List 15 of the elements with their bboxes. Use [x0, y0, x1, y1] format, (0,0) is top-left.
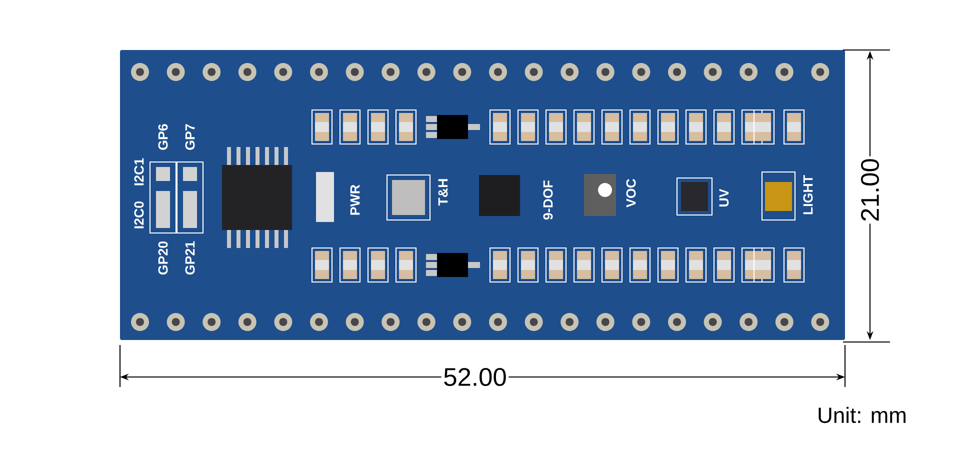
silkscreen-label: GP21: [185, 241, 195, 275]
silkscreen-label: I2C0: [134, 201, 144, 228]
silkscreen-label: I2C1: [134, 158, 144, 186]
silkscreen-label: LIGHT: [803, 175, 813, 214]
silkscreen-label: GP20: [158, 241, 168, 275]
silkscreen-label: T&H: [438, 179, 448, 206]
silkscreen-label: GP7: [185, 124, 195, 150]
dimension-label: 52.00: [441, 366, 509, 388]
silkscreen-label: UV: [719, 188, 729, 206]
silkscreen-label: GP6: [158, 124, 168, 150]
silkscreen-label: PWR: [350, 184, 360, 215]
silkscreen-label: 9-DOF: [543, 180, 553, 220]
unit-note: Unit: mm: [818, 406, 906, 424]
silkscreen-label: VOC: [626, 178, 636, 208]
dimension-label: 21.00: [859, 156, 881, 224]
